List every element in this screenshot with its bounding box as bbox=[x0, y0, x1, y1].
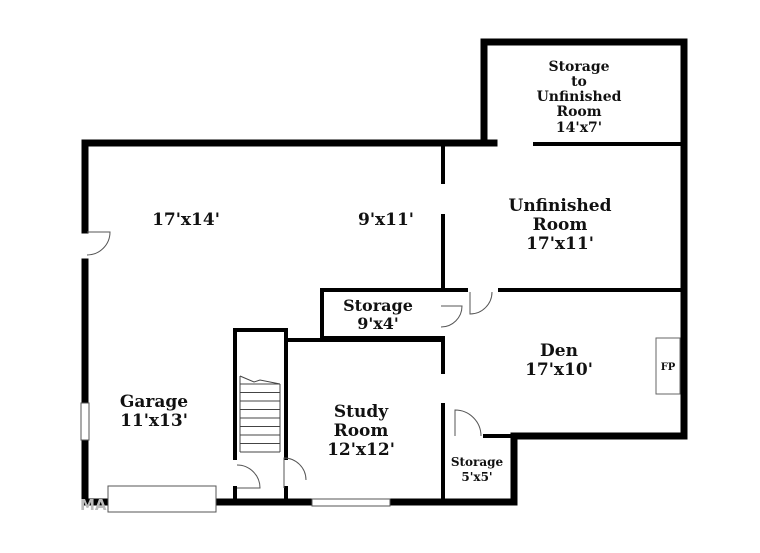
windows bbox=[80, 402, 391, 513]
room-name-line: Unfinished bbox=[509, 196, 612, 216]
room-storage-mid: Storage 9'x4' bbox=[343, 296, 413, 333]
garage-door bbox=[107, 485, 217, 513]
exterior-walls bbox=[81, 38, 688, 506]
door-stair-right bbox=[283, 457, 307, 488]
room-dims: 17'x10' bbox=[525, 360, 593, 380]
door-storage-mid bbox=[440, 305, 463, 328]
fireplace-box bbox=[655, 337, 681, 395]
room-study: Study Room 12'x12' bbox=[327, 402, 395, 460]
room-storage-small: Storage 5'x5' bbox=[451, 455, 504, 484]
room-dims: 12'x12' bbox=[327, 440, 395, 460]
room-name-line: Room bbox=[533, 215, 588, 235]
room-unfinished: Unfinished Room 17'x11' bbox=[509, 196, 612, 254]
window-bottom bbox=[311, 498, 391, 507]
room-name-line: Den bbox=[540, 341, 578, 361]
window-left bbox=[80, 402, 90, 441]
room-name-line: Storage bbox=[451, 455, 504, 469]
room-garage: Garage 11'x13' bbox=[120, 392, 188, 431]
watermark: MA bbox=[80, 496, 107, 514]
room-dims: 5'x5' bbox=[461, 470, 492, 484]
room-dims: 9'x4' bbox=[357, 314, 399, 333]
stair-rails bbox=[239, 376, 281, 452]
stair-arrow bbox=[239, 375, 281, 385]
room-name-line: Unfinished bbox=[537, 89, 622, 105]
room-dims: 14'x7' bbox=[556, 120, 602, 136]
door-den bbox=[469, 291, 493, 315]
room-name-line: Storage bbox=[548, 59, 609, 75]
door-left-exterior bbox=[86, 231, 111, 256]
room-dims: 11'x13' bbox=[120, 411, 188, 431]
room-name-line: to bbox=[571, 74, 587, 90]
door-stair-left bbox=[236, 464, 261, 489]
room-storage-top: Storage to Unfinished Room 14'x7' bbox=[537, 59, 622, 136]
fireplace-label: FP bbox=[661, 362, 676, 373]
room-name-line: Storage bbox=[343, 296, 413, 315]
stairs bbox=[239, 375, 281, 453]
door-storage-small bbox=[454, 409, 482, 437]
room-name-line: Garage bbox=[120, 392, 188, 412]
room-dims: 17'x11' bbox=[526, 234, 594, 254]
interior-walls bbox=[233, 142, 684, 502]
room-dims-upper-left: 17'x14' bbox=[152, 210, 220, 230]
room-name-line: Room bbox=[556, 104, 601, 120]
room-dims-upper-middle: 9'x11' bbox=[358, 210, 414, 230]
room-name-line: Study bbox=[334, 402, 389, 422]
doors bbox=[86, 231, 493, 489]
room-name-line: Room bbox=[334, 421, 389, 441]
room-den: Den 17'x10' bbox=[525, 341, 593, 380]
